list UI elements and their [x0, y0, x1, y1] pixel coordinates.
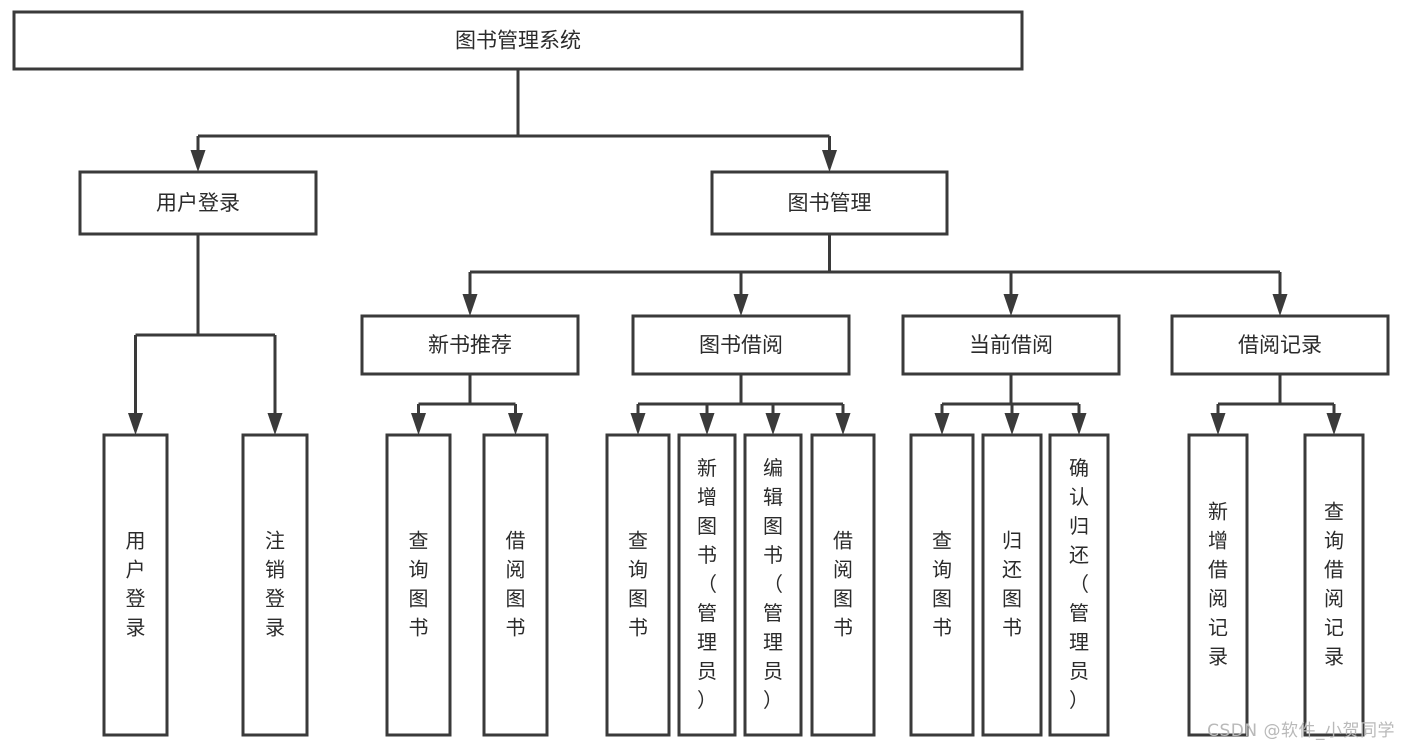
arrow-head-icon [462, 294, 478, 316]
arrow-head-icon [1210, 413, 1226, 435]
arrow-head-icon [267, 413, 283, 435]
node-l3-b-edit[interactable]: 编辑图书（管理员） [743, 433, 803, 737]
connector-layer [128, 69, 1342, 435]
node-l3-r-query[interactable]: 查询借阅记录 [1303, 433, 1365, 737]
node-box [1048, 433, 1110, 737]
node-l2-new[interactable]: 新书推荐 [360, 314, 580, 376]
node-label: 确认归还（管理员） [1069, 456, 1089, 712]
node-l3-r-add[interactable]: 新增借阅记录 [1187, 433, 1249, 737]
node-box [1303, 433, 1365, 737]
node-box [901, 314, 1121, 376]
node-l3-b-query[interactable]: 查询图书 [605, 433, 671, 737]
arrow-head-icon [508, 413, 523, 435]
node-box [631, 314, 851, 376]
node-layer: 图书管理系统用户登录图书管理新书推荐图书借阅当前借阅借阅记录用户登录注销登录查询… [12, 10, 1390, 737]
arrow-head-icon [934, 413, 950, 435]
arrow-head-icon [822, 150, 837, 172]
arrow-head-icon [1071, 413, 1087, 435]
node-label: 用户登录 [126, 528, 146, 639]
arrow-head-icon [733, 294, 749, 316]
node-box [78, 170, 318, 236]
node-box [241, 433, 309, 737]
arrow-head-icon [411, 413, 426, 435]
node-l3-new-borrow[interactable]: 借阅图书 [482, 433, 549, 737]
arrow-head-icon [699, 413, 715, 435]
node-l2-record[interactable]: 借阅记录 [1170, 314, 1390, 376]
node-l3-c-return[interactable]: 归还图书 [981, 433, 1043, 737]
node-box [385, 433, 452, 737]
node-box [710, 170, 949, 236]
arrow-head-icon [1272, 294, 1288, 316]
node-l3-c-query[interactable]: 查询图书 [909, 433, 975, 737]
node-box [677, 433, 737, 737]
node-box [360, 314, 580, 376]
node-label: 当前借阅 [969, 333, 1053, 357]
node-label: 图书管理系统 [455, 29, 581, 53]
node-label: 归还图书 [1002, 528, 1022, 639]
node-label: 新书推荐 [428, 333, 512, 357]
node-label: 新增借阅记录 [1208, 499, 1228, 668]
node-l2-borrow[interactable]: 图书借阅 [631, 314, 851, 376]
node-box [102, 433, 169, 737]
node-label: 注销登录 [265, 528, 285, 639]
node-l1-book[interactable]: 图书管理 [710, 170, 949, 236]
node-label: 新增图书（管理员） [697, 456, 717, 712]
arrow-head-icon [190, 150, 206, 172]
node-label: 查询图书 [932, 528, 952, 639]
node-label: 借阅记录 [1238, 333, 1322, 357]
node-box [810, 433, 876, 737]
node-box [12, 10, 1024, 71]
node-box [1187, 433, 1249, 737]
arrow-head-icon [128, 413, 143, 435]
node-l3-new-query[interactable]: 查询图书 [385, 433, 452, 737]
node-label: 借阅图书 [833, 528, 853, 639]
node-label: 用户登录 [156, 191, 240, 215]
node-label: 编辑图书（管理员） [763, 456, 783, 712]
node-box [909, 433, 975, 737]
arrow-head-icon [835, 413, 851, 435]
node-l3-b-lend[interactable]: 借阅图书 [810, 433, 876, 737]
node-l1-user[interactable]: 用户登录 [78, 170, 318, 236]
node-root[interactable]: 图书管理系统 [12, 10, 1024, 71]
node-label: 图书管理 [788, 191, 872, 215]
arrow-head-icon [630, 413, 646, 435]
node-label: 图书借阅 [699, 333, 783, 357]
node-label: 查询图书 [628, 528, 648, 639]
arrow-head-icon [1004, 413, 1020, 435]
arrow-head-icon [1003, 294, 1019, 316]
node-label: 查询借阅记录 [1324, 499, 1344, 668]
node-l3-c-confirm[interactable]: 确认归还（管理员） [1048, 433, 1110, 737]
node-l3-user-login[interactable]: 用户登录 [102, 433, 169, 737]
node-l2-current[interactable]: 当前借阅 [901, 314, 1121, 376]
node-box [743, 433, 803, 737]
node-box [482, 433, 549, 737]
node-l3-b-add[interactable]: 新增图书（管理员） [677, 433, 737, 737]
node-label: 借阅图书 [506, 528, 526, 639]
node-box [1170, 314, 1390, 376]
node-label: 查询图书 [409, 528, 429, 639]
node-l3-user-logout[interactable]: 注销登录 [241, 433, 309, 737]
arrow-head-icon [765, 413, 781, 435]
node-box [605, 433, 671, 737]
arrow-head-icon [1326, 413, 1342, 435]
node-box [981, 433, 1043, 737]
